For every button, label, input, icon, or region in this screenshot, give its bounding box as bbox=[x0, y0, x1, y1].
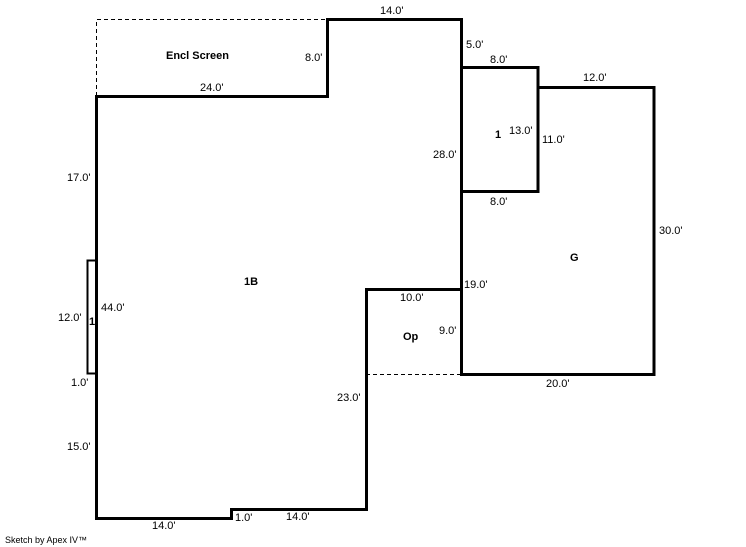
room-label-open-porch: Op bbox=[403, 331, 419, 343]
dim-garage-left-upper: 11.0' bbox=[542, 134, 565, 146]
dim-porch-top: 10.0' bbox=[400, 292, 424, 304]
dim-garage-top: 12.0' bbox=[583, 72, 607, 84]
dim-top-right-main: 14.0' bbox=[380, 5, 404, 17]
room-label-main: 1B bbox=[244, 276, 259, 288]
dim-left-bump-height: 12.0' bbox=[58, 312, 82, 324]
dim-room-one-left: 28.0' bbox=[433, 149, 457, 161]
dim-room-one-top: 8.0' bbox=[490, 54, 508, 66]
dim-left-bump-depth: 1.0' bbox=[71, 377, 89, 389]
dim-right-top: 5.0' bbox=[466, 39, 484, 51]
dim-bottom-step: 1.0' bbox=[235, 512, 253, 524]
main-outline bbox=[95, 18, 463, 520]
dim-left-lower: 15.0' bbox=[67, 441, 91, 453]
dim-right-upper: 19.0' bbox=[464, 279, 488, 291]
dim-room-one-right: 13.0' bbox=[509, 125, 533, 137]
room-label-left-bump: 1 bbox=[89, 316, 96, 328]
room-one-outline bbox=[461, 66, 540, 193]
dim-left-total: 44.0' bbox=[101, 302, 125, 314]
dim-room-one-bottom: 8.0' bbox=[490, 196, 508, 208]
dim-garage-bottom: 20.0' bbox=[546, 378, 570, 390]
left-bump-outline bbox=[86, 259, 97, 375]
dim-encl-screen-bottom: 24.0' bbox=[200, 82, 224, 94]
dim-bottom-left: 14.0' bbox=[152, 520, 176, 532]
room-label-garage: G bbox=[570, 252, 579, 264]
dim-right-lower: 23.0' bbox=[337, 392, 361, 404]
dim-porch-side: 9.0' bbox=[439, 325, 457, 337]
room-label-room-one: 1 bbox=[495, 129, 502, 141]
room-label-encl-screen: Encl Screen bbox=[166, 50, 229, 62]
garage-outline bbox=[460, 86, 656, 376]
dim-encl-screen-right: 8.0' bbox=[305, 52, 323, 64]
dim-bottom-right: 14.0' bbox=[286, 511, 310, 523]
sketch-credit: Sketch by Apex IV™ bbox=[5, 535, 88, 545]
dim-left-upper: 17.0' bbox=[67, 172, 91, 184]
dim-garage-right: 30.0' bbox=[659, 225, 683, 237]
